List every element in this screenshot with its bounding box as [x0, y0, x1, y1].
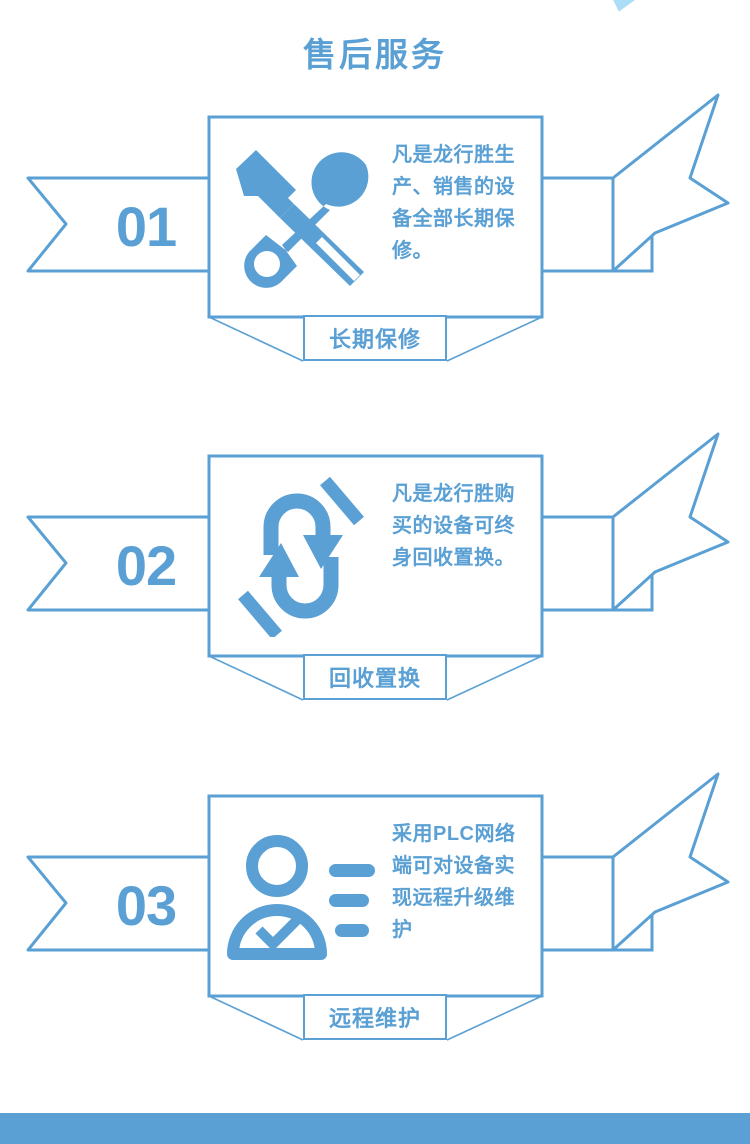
left-ribbon-1 [26, 176, 211, 273]
service-block-2: 02 [0, 432, 750, 732]
right-flag-3 [611, 772, 730, 952]
user-checkmark-list-icon [221, 822, 381, 972]
wrench-screwdriver-icon [221, 143, 381, 293]
service-text-1: 凡是龙行胜生产、销售的设备全部长期保修。 [392, 144, 515, 262]
service-number-2: 02 [115, 534, 177, 597]
service-text-3: 采用PLC网络端可对设备实现远程升级维护 [392, 823, 516, 941]
service-block-1: 01 凡 [0, 93, 750, 393]
recycle-exchange-icon [221, 477, 381, 637]
ribbon-decoration-2 [26, 432, 730, 701]
service-card-2: 凡是龙行胜购买的设备可终身回收置换。 [209, 456, 542, 656]
right-flag-2 [611, 432, 730, 612]
page-title: 售后服务 [303, 36, 447, 73]
connector-right-1 [446, 316, 543, 362]
left-ribbon-2 [26, 515, 211, 612]
connector-right-2 [446, 655, 543, 701]
service-label-3[interactable]: 远程维护 [303, 994, 447, 1040]
service-label-1[interactable]: 长期保修 [303, 315, 447, 361]
connector-left-2 [208, 655, 304, 701]
service-label-2[interactable]: 回收置换 [303, 654, 447, 700]
service-number-3: 03 [115, 874, 177, 937]
service-card-1: 凡是龙行胜生产、销售的设备全部长期保修。 [209, 117, 542, 317]
connector-left-3 [208, 995, 304, 1041]
right-flag-1 [611, 93, 730, 273]
connector-left-1 [208, 316, 304, 362]
triangle-decoration-icon [597, 0, 647, 17]
service-card-3: 采用PLC网络端可对设备实现远程升级维护 [209, 796, 542, 996]
service-number-1: 01 [115, 195, 177, 258]
left-ribbon-3 [26, 855, 211, 952]
ribbon-decoration-3 [26, 772, 730, 1041]
service-block-3: 03 [0, 772, 750, 1072]
bottom-bar [0, 1113, 750, 1144]
service-text-2: 凡是龙行胜购买的设备可终身回收置换。 [392, 483, 515, 569]
connector-right-3 [446, 995, 543, 1041]
